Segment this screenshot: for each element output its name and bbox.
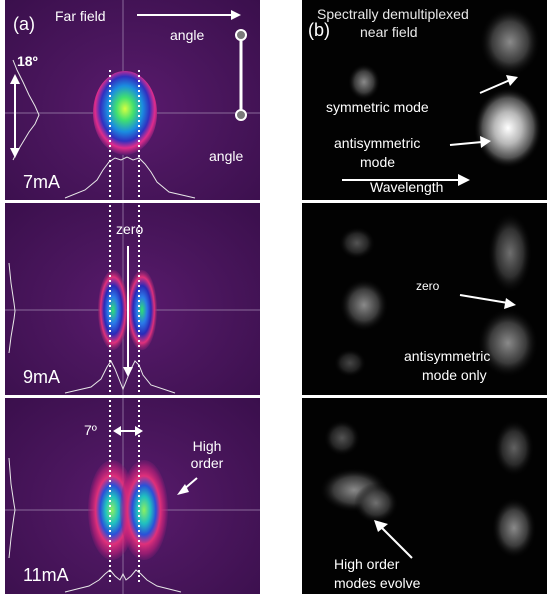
angle-arrow-head xyxy=(231,10,241,20)
panel-b-label: (b) xyxy=(308,20,330,40)
far-field-row-11mA: 7º High order 11mA xyxy=(5,398,260,594)
symmetric-mode-label: symmetric mode xyxy=(326,99,429,115)
far-field-image-11mA xyxy=(5,398,260,594)
high-order-label: High order xyxy=(190,438,224,471)
current-9mA: 9mA xyxy=(23,367,61,387)
antisymmetric-label-line1: antisymmetric xyxy=(334,135,421,151)
sep-angle-label: 7º xyxy=(84,422,97,438)
antisymmetric-label-line2: mode xyxy=(360,154,396,170)
angle-label-right: angle xyxy=(209,148,244,164)
antisym-only-line1: antisymmetric xyxy=(404,348,491,364)
near-field-image-2 xyxy=(334,213,538,377)
panel-a-label: (a) xyxy=(13,14,35,34)
zero-label-far-field: zero xyxy=(116,221,144,237)
far-field-row-9mA: zero 9mA xyxy=(5,203,260,395)
current-11mA: 11mA xyxy=(23,565,69,585)
vertical-profile-11mA xyxy=(8,457,16,559)
far-field-image-7mA xyxy=(5,0,260,200)
zero-label-near-field: zero xyxy=(416,279,440,293)
span-angle-label: 18º xyxy=(17,53,38,69)
far-field-image-9mA xyxy=(5,203,260,395)
near-field-title-line2: near field xyxy=(360,24,418,40)
far-field-title: Far field xyxy=(55,8,106,24)
near-field-image-3 xyxy=(320,420,536,559)
profile-trace-7mA xyxy=(64,156,196,199)
near-field-row-2: zero antisymmetric mode only xyxy=(302,203,547,395)
current-7mA: 7mA xyxy=(23,172,61,192)
angle-label-top: angle xyxy=(170,27,205,43)
high-order-modes-line1: High order xyxy=(334,556,400,572)
wavelength-label: Wavelength xyxy=(370,179,444,195)
near-field-row-1: (b) Spectrally demultiplexed near field … xyxy=(302,0,547,200)
profile-trace-9mA xyxy=(64,360,176,394)
antisym-only-line2: mode only xyxy=(422,367,487,383)
profile-trace-11mA xyxy=(64,569,182,593)
near-field-image-1 xyxy=(342,8,542,186)
far-field-row-7mA: (a) Far field angle angle 18º 7mA xyxy=(5,0,260,200)
near-field-title-line1: Spectrally demultiplexed xyxy=(317,6,469,22)
vertical-profile-7mA xyxy=(12,59,40,161)
near-field-row-3: High order modes evolve xyxy=(302,398,547,594)
vertical-profile-9mA xyxy=(8,262,16,354)
high-order-modes-line2: modes evolve xyxy=(334,575,421,591)
